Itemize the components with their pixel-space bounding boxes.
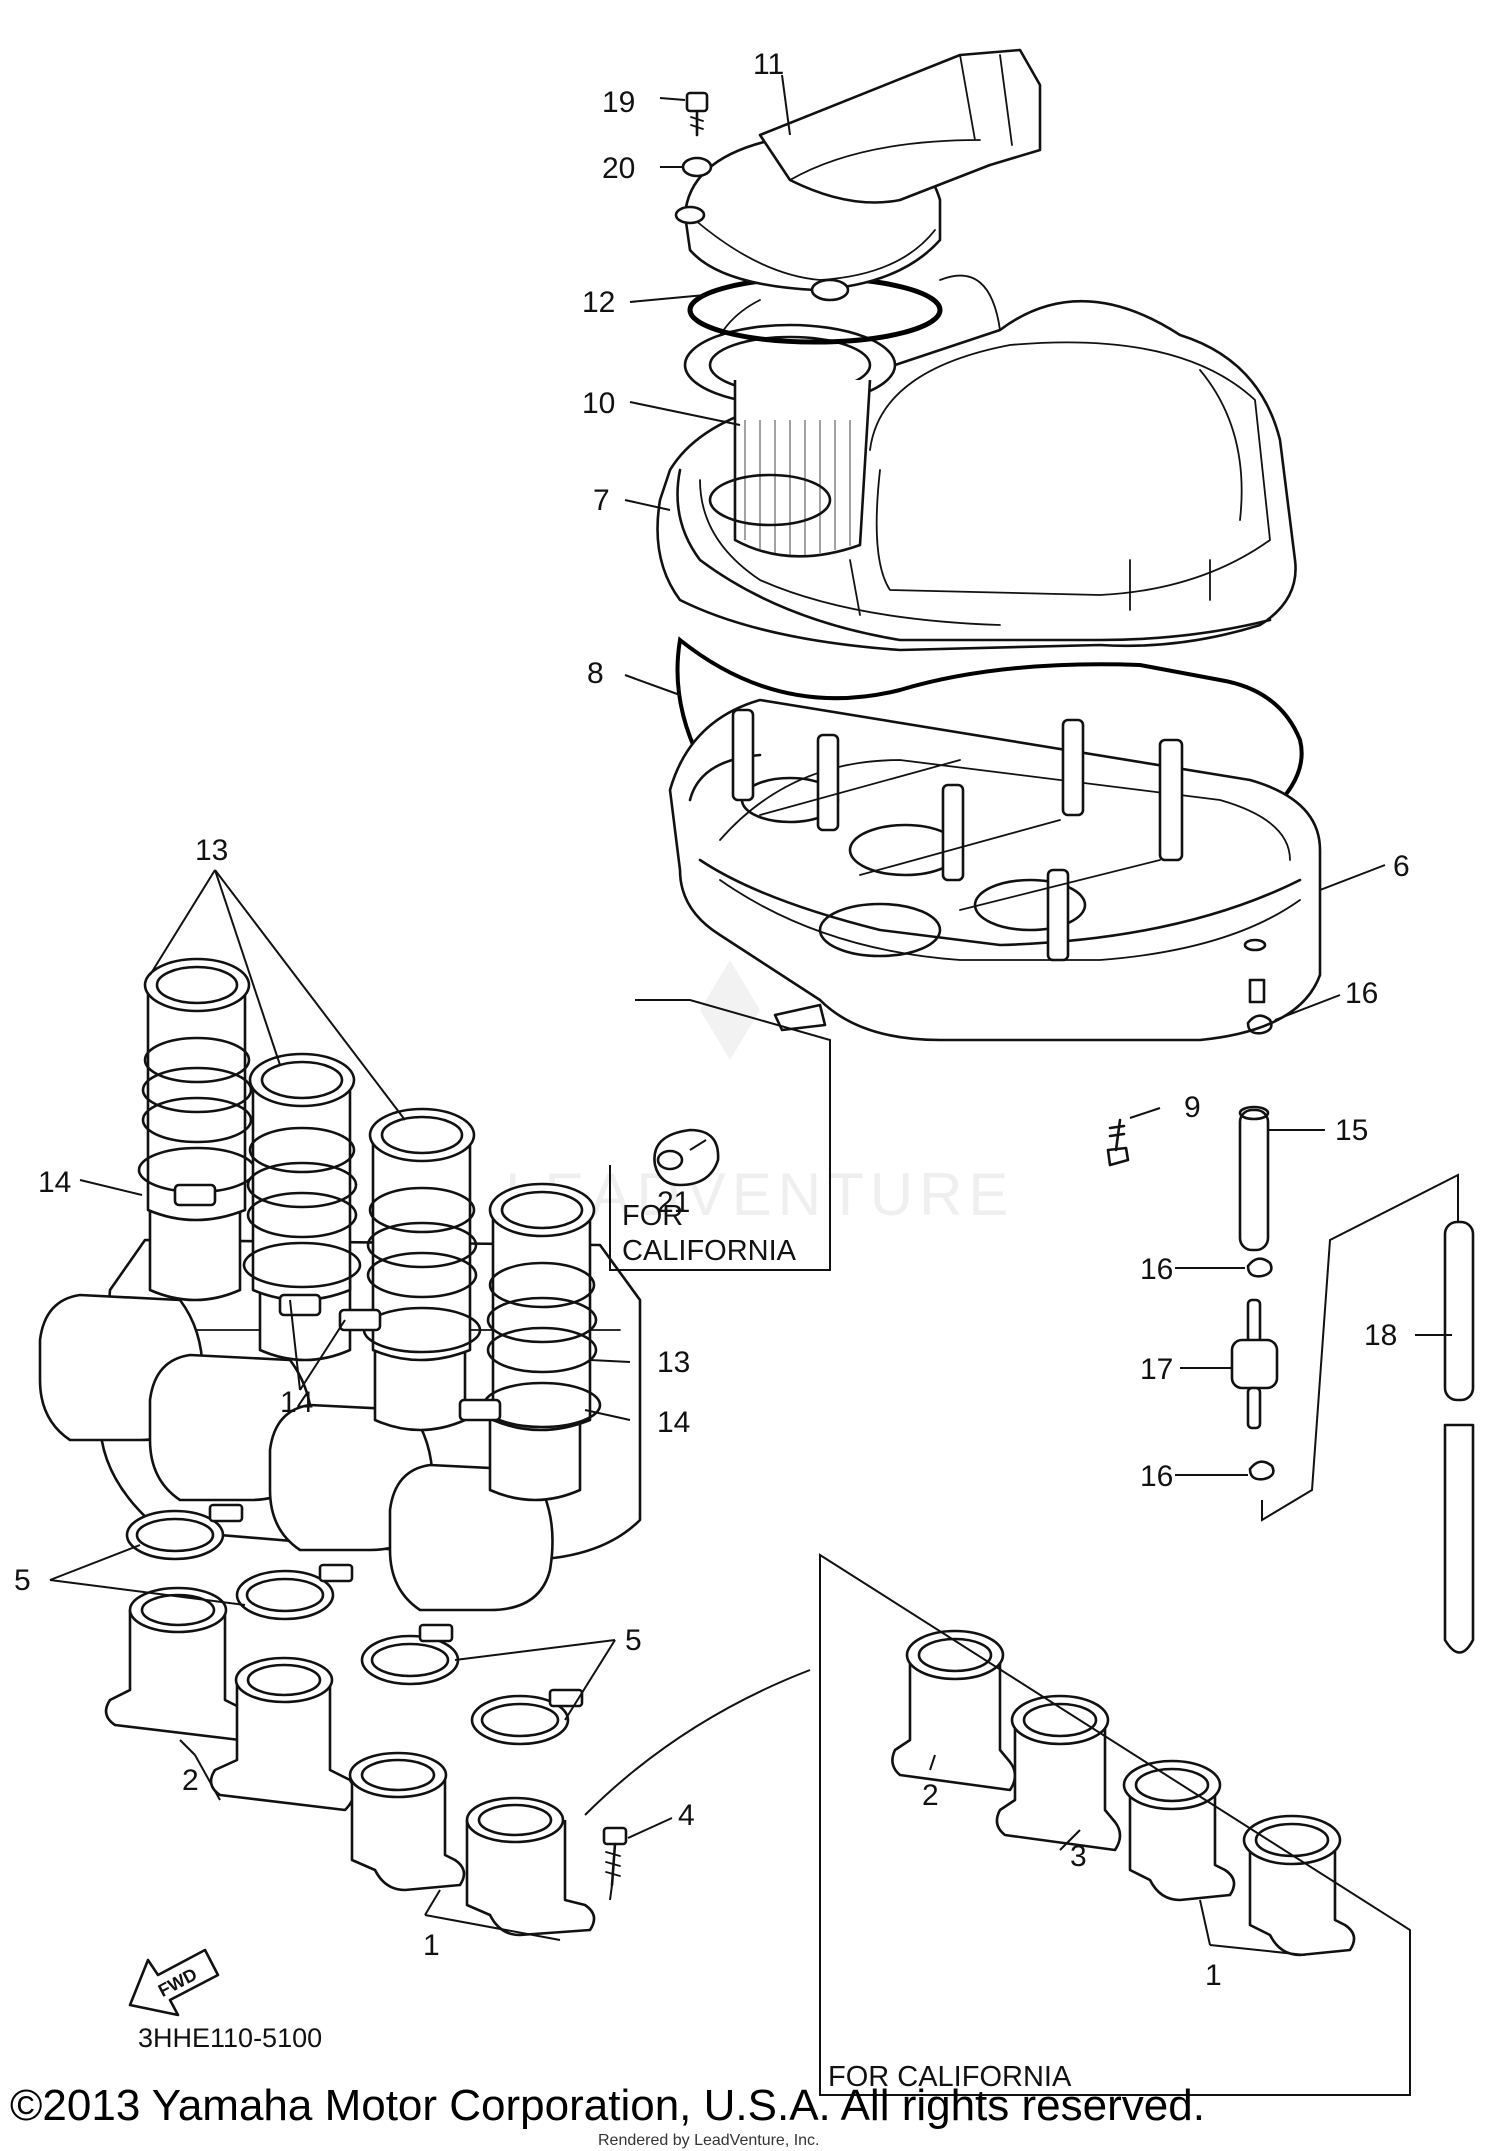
label-1: 1 (423, 1929, 440, 1962)
hose-connection-line (1261, 1173, 1459, 1522)
clips-16 (1246, 1014, 1275, 1481)
hose-15 (1238, 1105, 1270, 1252)
label-1-california: 1 (1205, 1959, 1222, 1992)
label-5-left: 5 (14, 1564, 31, 1597)
label-17: 17 (1140, 1353, 1173, 1386)
air-cleaner-cover-assembly (656, 48, 1297, 652)
bolt-19 (685, 91, 709, 137)
label-12: 12 (582, 286, 615, 319)
label-4: 4 (678, 1799, 695, 1832)
leader-lines (49, 74, 1452, 1956)
rendered-by-notice: Rendered by LeadVenture, Inc. (598, 2132, 820, 2149)
label-3-california: 3 (1070, 1840, 1087, 1873)
label-6: 6 (1393, 850, 1410, 883)
label-19: 19 (602, 86, 635, 119)
label-16-top: 16 (1345, 977, 1378, 1010)
california-box-1-border (609, 999, 831, 1271)
filter-element-mesh (744, 420, 851, 555)
label-16-mid: 16 (1140, 1253, 1173, 1286)
label-7: 7 (593, 484, 610, 517)
air-funnels (137, 957, 602, 1432)
label-16-bottom: 16 (1140, 1460, 1173, 1493)
copyright-notice: ©2013 Yamaha Motor Corporation, U.S.A. A… (10, 2081, 1205, 2130)
hose-18 (1443, 1220, 1475, 1654)
label-20: 20 (602, 152, 635, 185)
intake-joints (104, 1586, 596, 1937)
label-11: 11 (753, 48, 784, 81)
label-2-california: 2 (922, 1779, 939, 1812)
air-cleaner-case (668, 636, 1322, 1042)
label-8: 8 (587, 657, 604, 690)
fwd-arrow: FWD (128, 1948, 220, 2017)
label-14-mid: 14 (280, 1386, 313, 1419)
california-box-1-line-1: FOR (622, 1200, 683, 1232)
grommet (653, 1128, 720, 1187)
check-valve-17 (1230, 1298, 1279, 1430)
label-14-left: 14 (38, 1166, 71, 1199)
label-14-right: 14 (657, 1406, 690, 1439)
label-21: 21 (657, 1186, 690, 1219)
hose-clamps-5 (125, 1503, 584, 1746)
california-callout-line (584, 1669, 811, 1816)
label-13-right: 13 (657, 1346, 690, 1379)
california-intake-joints (891, 1629, 1356, 1957)
part-labels: 11 19 20 12 10 7 8 6 16 9 15 16 17 16 18… (14, 48, 1410, 1992)
screw-9 (1106, 1118, 1130, 1167)
label-2: 2 (182, 1764, 199, 1797)
label-9: 9 (1184, 1091, 1201, 1124)
california-box-2-caption: FOR CALIFORNIA (828, 2061, 1072, 2093)
label-15: 15 (1335, 1114, 1368, 1147)
case-posts (731, 708, 1184, 962)
california-box-1-line-2: CALIFORNIA (622, 1235, 797, 1267)
label-18: 18 (1364, 1319, 1397, 1352)
diagram-code: 3HHE110-5100 (138, 2023, 322, 2053)
washer-20 (681, 156, 713, 178)
bolt-4 (602, 1826, 628, 1887)
label-5-right: 5 (625, 1624, 642, 1657)
label-10: 10 (582, 387, 615, 420)
label-13-top: 13 (195, 834, 228, 867)
california-box-2-border (819, 1553, 1411, 2096)
